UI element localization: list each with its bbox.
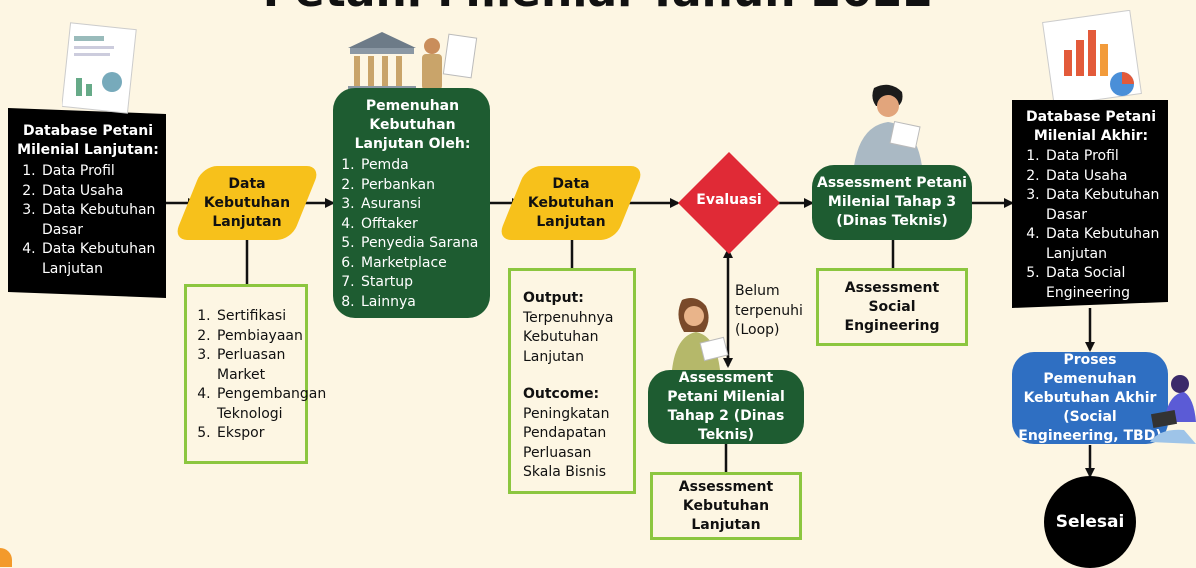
tahap2-title: Assessment Petani Milenial Tahap 2 (Dina… — [667, 370, 785, 443]
list-item: Lainnya — [359, 293, 486, 313]
corner-decoration — [0, 548, 12, 567]
report-document-icon — [62, 22, 137, 114]
data-kebutuhan-label-1: Data Kebutuhan Lanjutan — [203, 175, 291, 230]
selesai-label: Selesai — [1055, 512, 1125, 532]
end-db: Database Petani Milenial Akhir: Data Pro… — [1018, 108, 1164, 303]
outcome-item: Peningkatan Pendapatan — [523, 405, 610, 442]
list-item: Perbankan — [359, 176, 486, 196]
list-item: Perluasan Market — [215, 346, 301, 385]
start-db-title: Database Petani Milenial Lanjutan: — [17, 123, 159, 158]
list-item: Pembiayaan — [215, 327, 303, 347]
output-label: Output: — [523, 290, 584, 306]
list-item: Data Usaha — [40, 182, 162, 202]
output-outcome-box: Output: Terpenuhnya Kebutuhan Lanjutan O… — [508, 268, 636, 494]
list-item: Data Kebutuhan Lanjutan — [40, 240, 162, 279]
woman-laptop-icon — [1150, 375, 1196, 444]
list-item: Data Kebutuhan Dasar — [40, 201, 162, 240]
page-title: Petani Milenial Tahun 2022 — [0, 0, 1196, 17]
proses-akhir-box: Proses Pemenuhan Kebutuhan Akhir (Social… — [1012, 352, 1168, 444]
list-item: Asuransi — [359, 195, 486, 215]
pemenuhan-title: Pemenuhan Kebutuhan Lanjutan Oleh: — [354, 98, 471, 152]
loop-label: Belum terpenuhi (Loop) — [735, 283, 803, 338]
start-db: Database Petani Milenial Lanjutan: Data … — [14, 122, 162, 279]
list-item: Data Kebutuhan Dasar — [1044, 186, 1164, 225]
list-item: Penyedia Sarana — [359, 234, 486, 254]
list-item: Sertifikasi — [215, 307, 301, 327]
list-item: Offtaker — [359, 215, 486, 235]
end-db-title: Database Petani Milenial Akhir: — [1025, 109, 1157, 144]
list-item: Data Profil — [40, 162, 162, 182]
start-db-banner-shape — [8, 108, 166, 298]
tahap3-box: Assessment Petani Milenial Tahap 3 (Dina… — [812, 165, 972, 240]
tahap3-sub: Assessment Social Engineering — [844, 279, 940, 334]
end-db-banner-shape — [1012, 100, 1168, 308]
man-holding-paper-icon — [854, 84, 922, 166]
kebutuhan-list-box: Sertifikasi Pembiayaan Perluasan Market … — [184, 284, 326, 464]
kebutuhan-list: Sertifikasi Pembiayaan Perluasan Market … — [193, 307, 326, 444]
start-db-list: Data Profil Data Usaha Data Kebutuhan Da… — [14, 162, 162, 279]
evaluasi-label: Evaluasi — [696, 192, 762, 208]
pemenuhan-list: Pemda Perbankan Asuransi Offtaker Penyed… — [339, 156, 486, 312]
list-item: Pengembangan Teknologi — [215, 385, 326, 424]
evaluasi-diamond — [678, 152, 780, 254]
list-item: Data Social Engineering — [1044, 264, 1164, 303]
data-kebutuhan-parallelogram-2: Data Kebutuhan Lanjutan — [497, 166, 645, 240]
woman-reading-icon — [672, 298, 729, 370]
list-item: Data Profil — [1044, 147, 1164, 167]
list-item: Pemda — [359, 156, 486, 176]
proses-akhir-label: Proses Pemenuhan Kebutuhan Akhir (Social… — [1018, 351, 1162, 444]
list-item: Data Kebutuhan Lanjutan — [1044, 225, 1164, 264]
outcome-item: Perluasan Skala Bisnis — [523, 444, 607, 481]
chart-document-icon — [1042, 10, 1142, 106]
tahap2-sub: Assessment Kebutuhan Lanjutan — [678, 478, 774, 533]
data-kebutuhan-parallelogram-1: Data Kebutuhan Lanjutan — [173, 166, 321, 240]
tahap2-box: Assessment Petani Milenial Tahap 2 (Dina… — [648, 370, 804, 444]
selesai-circle: Selesai — [1044, 476, 1136, 568]
outcome-label: Outcome: — [523, 386, 600, 402]
tahap3-sub-box: Assessment Social Engineering — [816, 268, 968, 346]
end-db-list: Data Profil Data Usaha Data Kebutuhan Da… — [1018, 147, 1164, 303]
list-item: Startup — [359, 273, 486, 293]
output-text: Terpenuhnya Kebutuhan Lanjutan — [523, 309, 614, 365]
bank-building-icon — [348, 32, 478, 92]
list-item: Data Usaha — [1044, 167, 1164, 187]
tahap3-title: Assessment Petani Milenial Tahap 3 (Dina… — [817, 175, 967, 229]
list-item: Marketplace — [359, 254, 486, 274]
list-item: Ekspor — [215, 424, 301, 444]
tahap2-sub-box: Assessment Kebutuhan Lanjutan — [650, 472, 802, 540]
pemenuhan-box: Pemenuhan Kebutuhan Lanjutan Oleh: Pemda… — [333, 88, 490, 318]
data-kebutuhan-label-2: Data Kebutuhan Lanjutan — [527, 175, 615, 230]
